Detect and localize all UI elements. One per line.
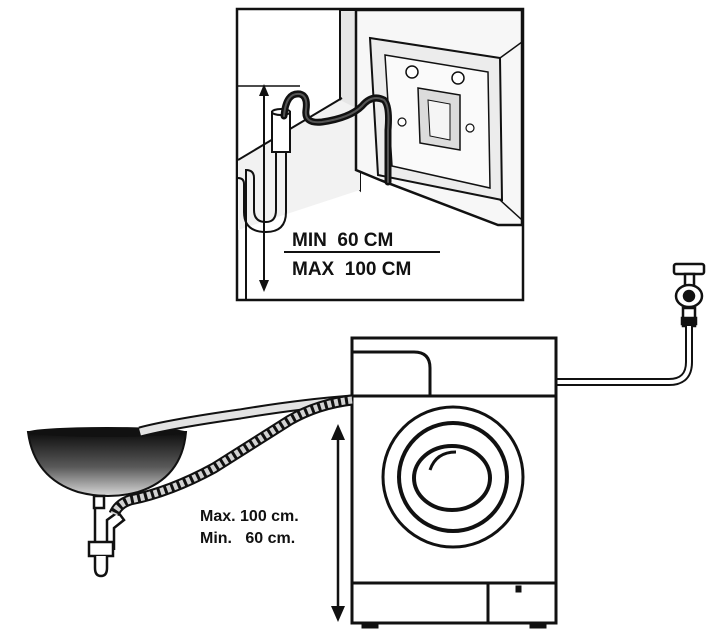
inset-max-label: MAX 100 CM — [292, 259, 411, 280]
sink-trap — [87, 494, 126, 578]
inset-bolt — [397, 117, 407, 127]
water-tap — [672, 262, 706, 328]
inset-floor — [238, 100, 360, 230]
max-height-label: Max. 100 cm. — [200, 508, 299, 525]
min-height-label: Min. 60 cm. — [200, 530, 295, 547]
filter-door-notch — [515, 585, 522, 593]
sink — [26, 427, 188, 578]
inset-min-label: MIN 60 CM — [292, 230, 393, 251]
machine-kickplate — [350, 581, 558, 625]
inset-bolt — [465, 123, 475, 133]
inset-bolt — [451, 71, 465, 85]
washing-machine — [350, 336, 558, 629]
sink-basin — [26, 431, 188, 497]
tap-handle — [672, 262, 706, 276]
detergent-drawer — [352, 350, 432, 396]
door-glass — [412, 444, 492, 512]
inlet-hose — [556, 326, 693, 386]
inset-bolt — [405, 65, 419, 79]
height-arrow — [331, 424, 345, 622]
machine-top-panel — [350, 336, 558, 398]
inset-detail: MIN 60 CM MAX 100 CM — [235, 7, 525, 302]
inset-height-arrow — [238, 84, 300, 292]
